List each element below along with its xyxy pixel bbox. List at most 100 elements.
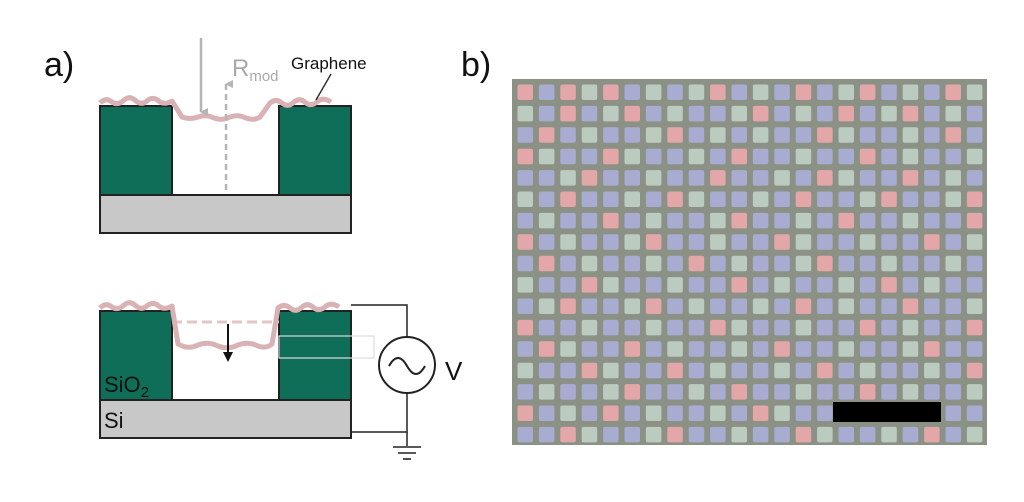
drum-cell [859, 384, 876, 400]
drum-cell [817, 405, 833, 421]
drum-cell [667, 212, 683, 229]
drum-cell [838, 105, 854, 122]
deflection-arrow-head [223, 352, 233, 362]
drum-cell [731, 341, 747, 357]
drum-cell [538, 319, 555, 336]
drum-cell [966, 255, 983, 272]
drum-cell [710, 255, 726, 272]
drum-cell [667, 298, 683, 314]
drum-cell [710, 341, 726, 357]
drum-cell [603, 148, 619, 165]
drum-cell [581, 405, 598, 421]
drum-cell [710, 234, 726, 250]
drum-cell [624, 384, 640, 400]
top-schematic: Rmod Graphene [98, 38, 367, 234]
drum-cell [667, 405, 683, 421]
drum-cell [838, 384, 854, 400]
drum-cell [603, 384, 619, 400]
drum-cell [517, 255, 533, 272]
drum-cell [817, 298, 833, 314]
drum-cell [881, 298, 897, 314]
drum-cell [731, 255, 747, 272]
si-substrate-top [99, 194, 352, 234]
drum-cell [624, 341, 640, 357]
drum-cell [645, 405, 662, 421]
sio2-pillar-left-top [99, 105, 173, 196]
drum-cell [838, 148, 854, 165]
drum-cell [817, 105, 833, 122]
drum-cell [817, 319, 833, 336]
drum-cell [859, 191, 876, 207]
drum-cell [945, 341, 961, 357]
drum-cell [795, 277, 812, 293]
drum-cell [710, 212, 726, 229]
drum-cell [859, 426, 876, 443]
drum-cell [752, 148, 769, 165]
drum-cell [859, 277, 876, 293]
drum-cell [645, 362, 662, 379]
drum-cell [817, 341, 833, 357]
drum-cell [924, 127, 940, 143]
drum-cell [838, 255, 854, 272]
drum-cell [966, 319, 983, 336]
drum-cell [795, 405, 812, 421]
drum-cell [902, 341, 919, 357]
drum-cell [838, 212, 854, 229]
drum-cell [538, 191, 555, 207]
drum-cell [603, 405, 619, 421]
drum-cell [667, 105, 683, 122]
drum-cell [667, 362, 683, 379]
drum-cell [881, 170, 897, 186]
drum-cell [774, 405, 790, 421]
drum-cell [902, 298, 919, 314]
drum-cell [731, 212, 747, 229]
drum-cell [838, 191, 854, 207]
drum-cell [924, 191, 940, 207]
drum-cell [731, 277, 747, 293]
drum-cell [795, 384, 812, 400]
drum-cell [774, 234, 790, 250]
drum-cell [881, 127, 897, 143]
sio2-pillar-left-bottom [99, 310, 173, 401]
drum-cell [581, 298, 598, 314]
drum-cell [517, 319, 533, 336]
drum-cell [774, 191, 790, 207]
drum-cell [624, 212, 640, 229]
drum-cell [581, 319, 598, 336]
drum-cell [581, 341, 598, 357]
drum-cell [624, 277, 640, 293]
drum-cell [688, 341, 705, 357]
bottom-schematic: V SiO2 Si [98, 300, 463, 460]
drum-cell [560, 127, 576, 143]
drum-cell [731, 84, 747, 100]
drum-cell [688, 127, 705, 143]
drum-cell [603, 277, 619, 293]
drum-cell [688, 255, 705, 272]
drum-cell [881, 341, 897, 357]
drum-cell [774, 212, 790, 229]
drum-cell [924, 319, 940, 336]
drum-cell [945, 127, 961, 143]
drum-cell [966, 362, 983, 379]
drum-cell [667, 255, 683, 272]
drum-cell [902, 384, 919, 400]
drum-cell [645, 341, 662, 357]
drum-cell [645, 298, 662, 314]
drum-cell [838, 170, 854, 186]
drum-cell [966, 170, 983, 186]
drum-cell [774, 170, 790, 186]
drum-cell [817, 426, 833, 443]
drum-cell [859, 234, 876, 250]
drum-cell [603, 426, 619, 443]
drum-cell [581, 234, 598, 250]
drum-cell [710, 277, 726, 293]
drum-cell [902, 362, 919, 379]
graphene-membrane-top [98, 95, 333, 122]
drum-cell [859, 170, 876, 186]
drum-cell [752, 234, 769, 250]
drum-cell [966, 384, 983, 400]
drum-cell [752, 277, 769, 293]
drum-cell [817, 255, 833, 272]
drum-cell [538, 127, 555, 143]
drum-cell [624, 319, 640, 336]
